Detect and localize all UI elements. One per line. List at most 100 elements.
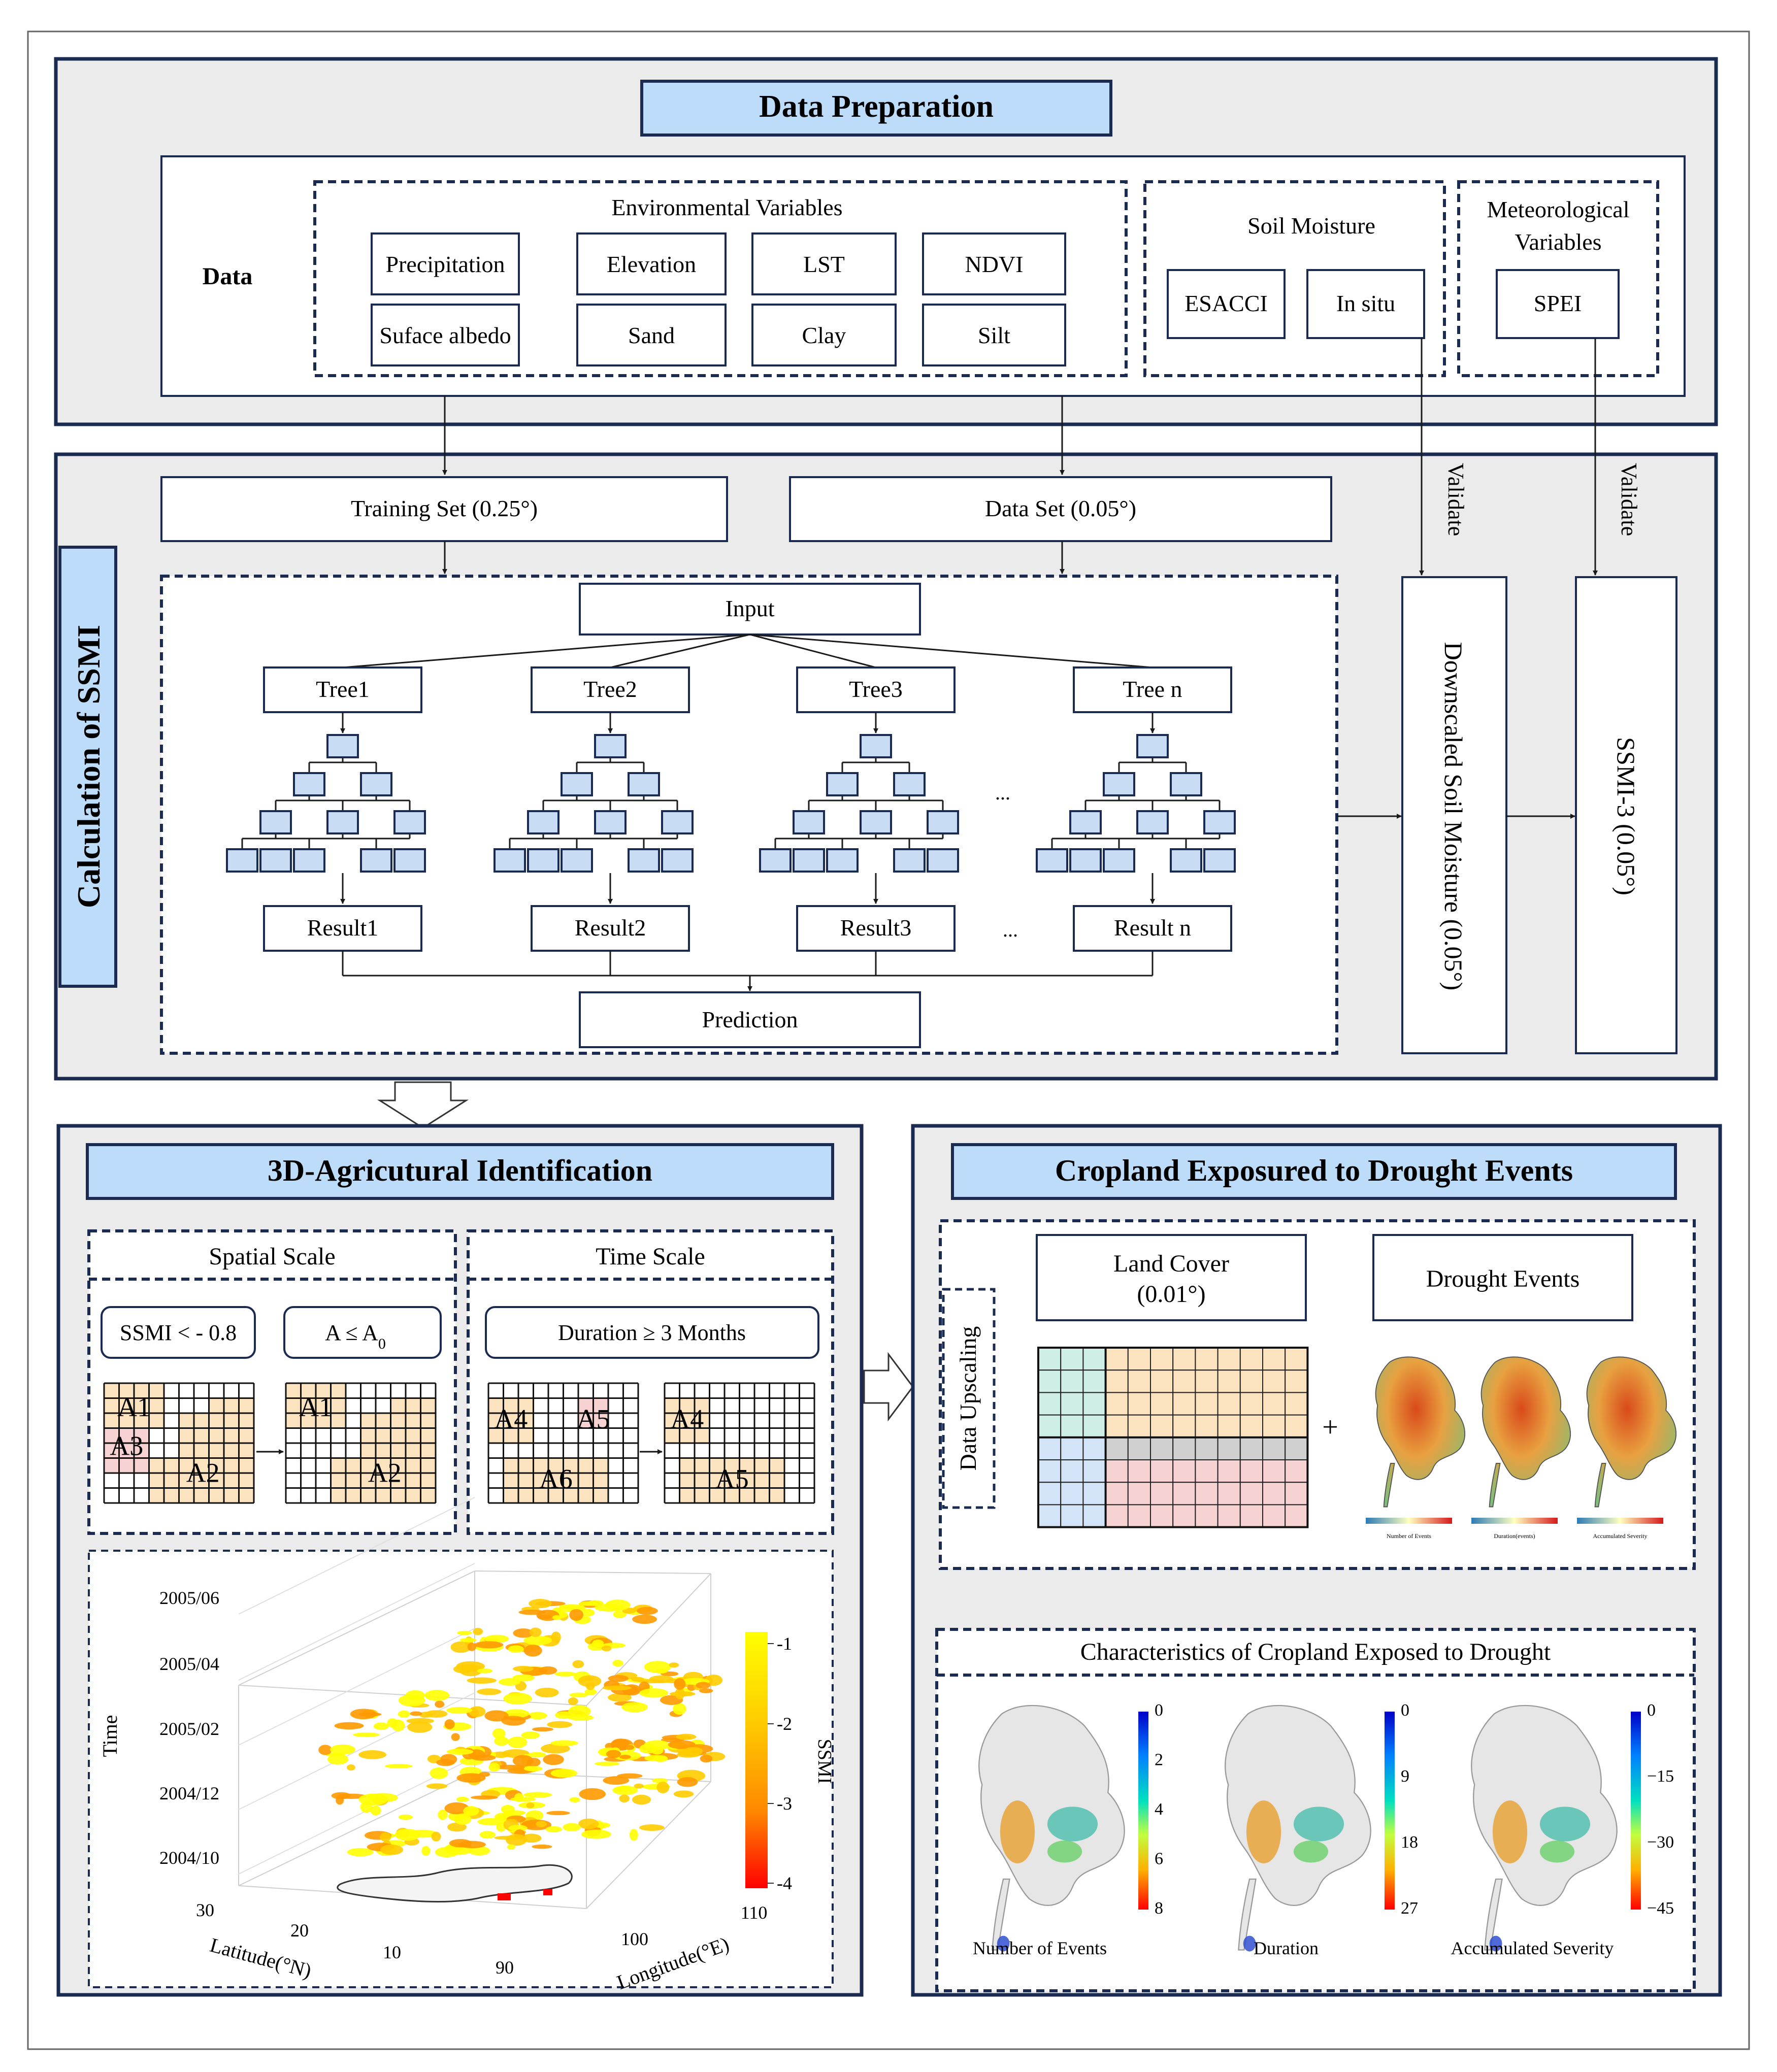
- upscaling-label-box: [942, 1288, 996, 1509]
- plus-sign: +: [1322, 1412, 1338, 1443]
- drought-voxel: [677, 1777, 698, 1787]
- drought-voxel: [536, 1821, 547, 1827]
- drought-map-legend-bar: [1577, 1518, 1663, 1524]
- land-cover-cell: [1060, 1459, 1084, 1483]
- z-tick-label: 2005/06: [159, 1588, 219, 1608]
- tree-node: [561, 848, 593, 873]
- drought-map-legend-bar: [1471, 1518, 1558, 1524]
- land-cover-cell: [1172, 1482, 1196, 1506]
- drought-voxel: [501, 1804, 515, 1814]
- drought-map-legend-label: Accumulated Severity: [1593, 1532, 1648, 1540]
- drought-voxel: [488, 1763, 500, 1772]
- land-cover-cell: [1262, 1436, 1286, 1461]
- land-cover-cell: [1105, 1504, 1129, 1528]
- drought-voxel: [526, 1802, 535, 1809]
- land-cover-cell: [1262, 1459, 1286, 1483]
- land-cover-cell: [1217, 1504, 1241, 1528]
- drought-voxel: [347, 1848, 374, 1857]
- land-cover-cell: [1217, 1482, 1241, 1506]
- drought-voxel: [327, 1754, 349, 1765]
- agri-title: 3D-Agricutural Identification: [268, 1154, 652, 1187]
- drought-voxel: [673, 1790, 694, 1798]
- drought-voxel: [438, 1810, 448, 1820]
- drought-voxel: [569, 1692, 588, 1698]
- result-label: Result n: [1114, 915, 1191, 941]
- tree-node: [927, 848, 959, 873]
- land-cover-cell: [1217, 1347, 1241, 1371]
- characteristic-map-patch: [1489, 1935, 1502, 1952]
- env-var-box: [371, 232, 520, 295]
- drought-voxel: [656, 1782, 670, 1794]
- tree-node: [259, 848, 292, 873]
- data-prep-title-box: [640, 80, 1112, 137]
- drought-voxel: [467, 1677, 497, 1684]
- drought-voxel: [535, 1687, 559, 1697]
- land-cover-cell: [1150, 1504, 1174, 1528]
- drought-voxel: [705, 1675, 723, 1686]
- cropland-title: Cropland Exposured to Drought Events: [1055, 1154, 1573, 1187]
- drought-voxel: [494, 1736, 509, 1746]
- area-condition-subscript: 0: [378, 1335, 386, 1352]
- tree-node: [893, 772, 926, 796]
- tree-node: [826, 848, 859, 873]
- insitu-box: [1306, 269, 1425, 339]
- tree-node: [293, 772, 325, 796]
- land-cover-label-1: Land Cover: [1113, 1250, 1229, 1277]
- drought-voxel: [451, 1733, 460, 1741]
- env-var-box: [371, 304, 520, 366]
- land-cover-cell: [1127, 1459, 1151, 1483]
- characteristic-map-patch: [1047, 1807, 1098, 1842]
- drought-voxel: [431, 1831, 441, 1842]
- drought-voxel: [550, 1768, 577, 1778]
- land-cover-cell: [1082, 1369, 1106, 1393]
- duration-condition-label: Duration ≥ 3 Months: [558, 1320, 746, 1345]
- drought-voxel: [507, 1736, 528, 1748]
- result-box: [796, 905, 956, 952]
- drought-voxel: [518, 1610, 546, 1615]
- tree-node: [226, 848, 258, 873]
- drought-voxel: [605, 1599, 631, 1611]
- data-label: Data: [203, 263, 253, 290]
- land-cover-cell: [1285, 1436, 1308, 1461]
- land-cover-cell: [1105, 1369, 1129, 1393]
- drought-voxel: [528, 1752, 546, 1758]
- tree-node: [860, 810, 892, 834]
- characteristic-colorbar-tick: 9: [1401, 1767, 1409, 1786]
- drought-voxel: [569, 1609, 583, 1621]
- drought-voxel: [581, 1609, 595, 1617]
- land-cover-cell: [1105, 1347, 1129, 1371]
- drought-voxel: [336, 1796, 344, 1805]
- area-label: A5: [577, 1404, 610, 1434]
- chart-frame-line: [238, 1771, 475, 1886]
- land-cover-cell: [1105, 1414, 1129, 1438]
- land-cover-cell: [1127, 1504, 1151, 1528]
- z-gridline: [238, 1497, 475, 1615]
- drought-voxel: [435, 1700, 445, 1708]
- drought-voxel: [545, 1826, 562, 1832]
- colorbar-tick-label: -4: [777, 1873, 792, 1893]
- drought-voxel: [449, 1839, 472, 1848]
- land-cover-cell: [1150, 1482, 1174, 1506]
- ssmi-colorbar: [745, 1632, 768, 1888]
- land-cover-cell: [1038, 1504, 1062, 1528]
- tree-label-box: [1073, 666, 1232, 713]
- tree-node: [1036, 848, 1068, 873]
- tree-node: [793, 810, 825, 834]
- env-var-box: [922, 304, 1066, 366]
- drought-voxel: [424, 1690, 450, 1701]
- drought-voxel: [674, 1678, 686, 1690]
- land-cover-cell: [1060, 1414, 1084, 1438]
- result-ellipsis: ...: [1003, 918, 1018, 941]
- drought-voxel: [410, 1711, 422, 1716]
- drought-voxel: [479, 1831, 496, 1839]
- grid-region: [503, 1458, 608, 1503]
- drought-voxel: [684, 1747, 703, 1756]
- area-condition-box: [283, 1306, 442, 1359]
- land-cover-cell: [1082, 1459, 1106, 1483]
- drought-voxel: [606, 1750, 621, 1758]
- land-cover-cell: [1262, 1347, 1286, 1371]
- land-cover-cell: [1285, 1347, 1308, 1371]
- input-branch-line: [342, 633, 750, 669]
- land-cover-cell: [1038, 1459, 1062, 1483]
- drought-voxel: [467, 1643, 476, 1651]
